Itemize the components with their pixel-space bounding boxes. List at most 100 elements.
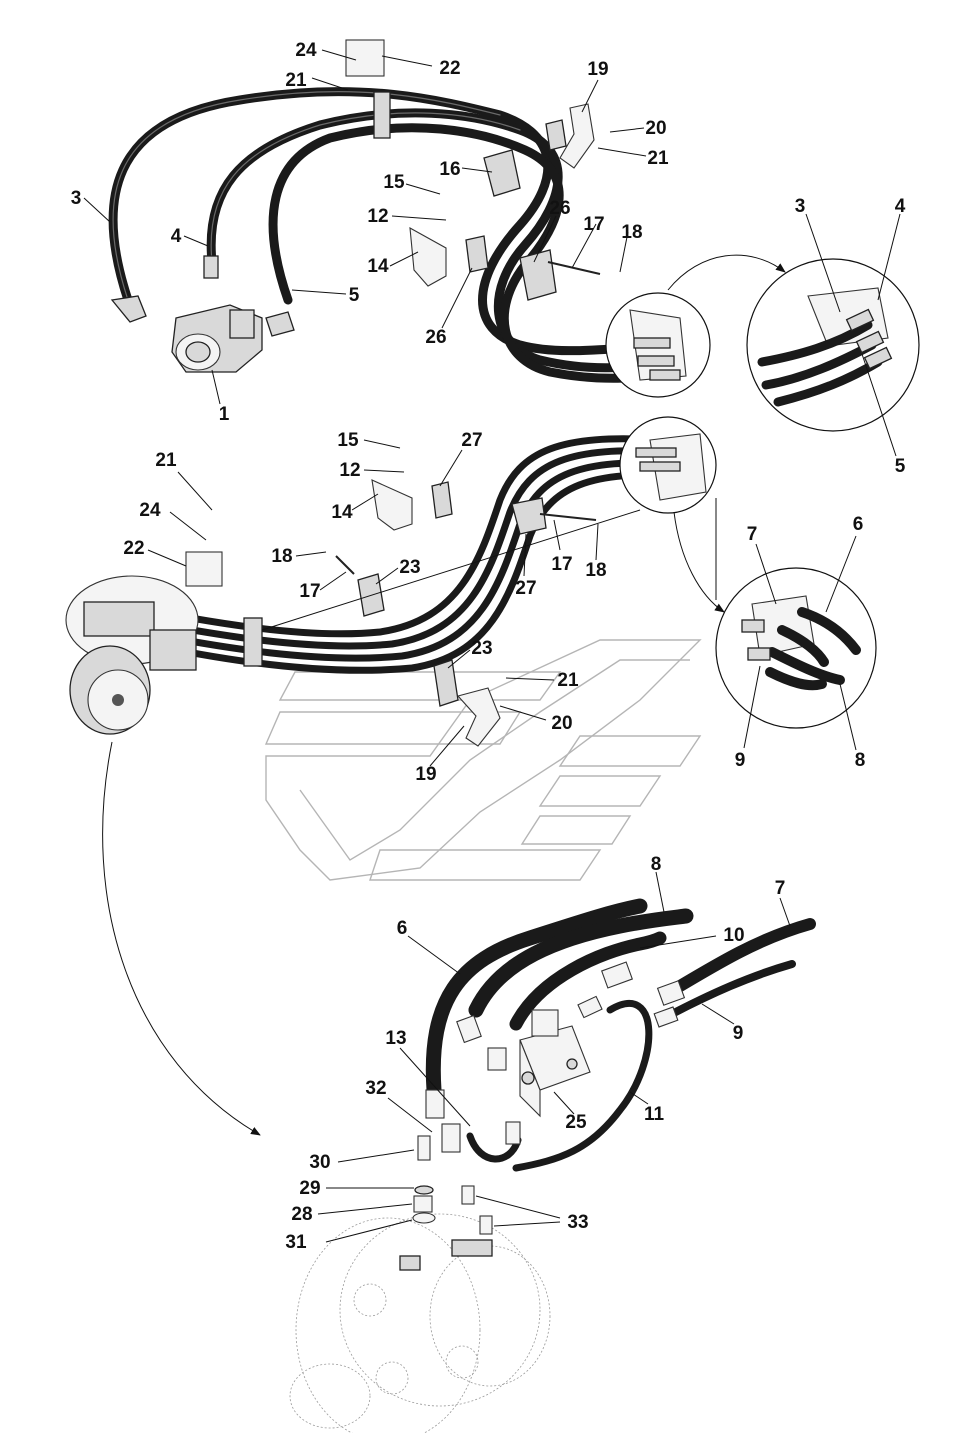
bolt-17-top (547, 261, 601, 275)
callout-mid-24: 24 (139, 500, 161, 521)
callout-top-21: 21 (285, 70, 307, 91)
motor-port-left (399, 1255, 421, 1271)
watermark-logo (264, 639, 702, 881)
hose-8-bottom (468, 908, 694, 1018)
clamp-26-left (465, 235, 489, 273)
motor-port-right (451, 1239, 493, 1257)
callout-bot-33: 33 (567, 1212, 588, 1233)
callout-top-12: 12 (367, 206, 388, 227)
callout-bot-10: 10 (723, 925, 744, 946)
callout-top-15: 15 (383, 172, 405, 193)
callout-mid-23b: 23 (471, 638, 492, 659)
callout-mid-12: 12 (339, 460, 360, 481)
fitting-32 (441, 1123, 461, 1153)
clamp-27-right (511, 497, 547, 535)
callout-top-18: 18 (621, 222, 642, 243)
callout-top-detail-4: 4 (895, 196, 906, 217)
callout-top-17: 17 (583, 214, 604, 235)
callout-mid-18b: 18 (585, 560, 606, 581)
callout-mid-18: 18 (271, 546, 292, 567)
bracket-14-mid (371, 479, 413, 531)
top-assembly (108, 39, 920, 432)
callout-bot-25: 25 (565, 1112, 587, 1133)
callout-top-5: 5 (349, 285, 360, 306)
callout-mid-20: 20 (551, 713, 572, 734)
callout-mid-detail-9: 9 (735, 750, 746, 771)
callout-bot-11: 11 (644, 1104, 665, 1125)
clamp-26-right (519, 249, 557, 301)
hose-9-bottom (664, 960, 796, 1020)
callout-top-14: 14 (367, 256, 389, 277)
valve-block-25 (519, 1009, 591, 1118)
callout-bot-31: 31 (285, 1232, 307, 1253)
callout-top-3: 3 (71, 188, 82, 209)
callout-bot-9: 9 (733, 1023, 744, 1044)
fitting-33-b (479, 1215, 493, 1235)
clamp-top-center (373, 91, 391, 139)
callout-top-19: 19 (587, 59, 608, 80)
clamp-19-block (545, 119, 567, 151)
callout-mid-17: 17 (299, 581, 320, 602)
callout-mid-27b: 27 (515, 578, 536, 599)
callout-mid-14: 14 (331, 502, 353, 523)
part-28 (413, 1195, 433, 1213)
callout-mid-15: 15 (337, 430, 359, 451)
hose-5-top (268, 123, 677, 383)
fitting-hose-6 (425, 1089, 445, 1119)
callout-mid-23: 23 (399, 557, 420, 578)
hose-11-bottom (512, 1000, 653, 1172)
bottom-assembly (289, 898, 816, 1433)
plate-22-mid (185, 551, 223, 587)
clamp-27-top (431, 481, 453, 519)
part-31 (412, 1212, 436, 1224)
callout-bot-30: 30 (309, 1152, 330, 1173)
callout-mid-21: 21 (155, 450, 177, 471)
callout-mid-detail-6: 6 (853, 514, 864, 535)
callout-mid-17b: 17 (551, 554, 572, 575)
callout-bot-28: 28 (291, 1204, 312, 1225)
hose-6-mid (116, 435, 664, 638)
callout-bot-32: 32 (365, 1078, 386, 1099)
clamp-16 (483, 149, 521, 197)
clamp-mid-left (243, 617, 263, 667)
motor-outline-bottom (289, 1213, 551, 1433)
bracket-14-top (409, 227, 447, 287)
hose-7-bottom (664, 918, 816, 998)
callout-mid-19: 19 (415, 764, 436, 785)
callout-top-detail-3: 3 (795, 196, 806, 217)
bracket-19-mid (456, 687, 501, 747)
plate-22-top (345, 39, 385, 77)
part-29 (414, 1185, 434, 1195)
bracket-19-top (559, 103, 595, 169)
callout-top-26: 26 (549, 198, 570, 219)
callout-top-1: 1 (219, 404, 230, 425)
callout-bot-6: 6 (397, 918, 408, 939)
callout-bot-13: 13 (385, 1028, 406, 1049)
hose-10-bottom (509, 931, 667, 1031)
hose-9-mid (134, 471, 688, 674)
hydraulic-pump-1 (110, 255, 295, 373)
callout-mid-27: 27 (461, 430, 482, 451)
hose-6-bottom (425, 898, 648, 1098)
callout-top-16: 16 (439, 159, 460, 180)
callout-top-4: 4 (171, 226, 182, 247)
part-30 (417, 1135, 431, 1161)
callout-mid-21b: 21 (557, 670, 579, 691)
leader-lines (83, 49, 901, 1243)
hose-13-bottom (466, 1132, 522, 1163)
callout-mid-22: 22 (123, 538, 144, 559)
callout-top-20: 20 (645, 118, 666, 139)
clamp-23-lower (433, 659, 459, 707)
callout-bot-29: 29 (299, 1178, 320, 1199)
callout-top-detail-5: 5 (895, 456, 906, 477)
callout-mid-detail-8: 8 (855, 750, 866, 771)
callout-bot-8: 8 (651, 854, 662, 875)
callout-top-24: 24 (295, 40, 317, 61)
fitting-33-a (461, 1185, 475, 1205)
callout-numbers: 24 22 21 19 20 21 3 16 15 12 4 26 17 18 … (71, 40, 906, 1253)
hydraulic-motor-left (65, 575, 199, 735)
callout-top-26b: 26 (425, 327, 446, 348)
callout-bot-7: 7 (775, 878, 786, 899)
